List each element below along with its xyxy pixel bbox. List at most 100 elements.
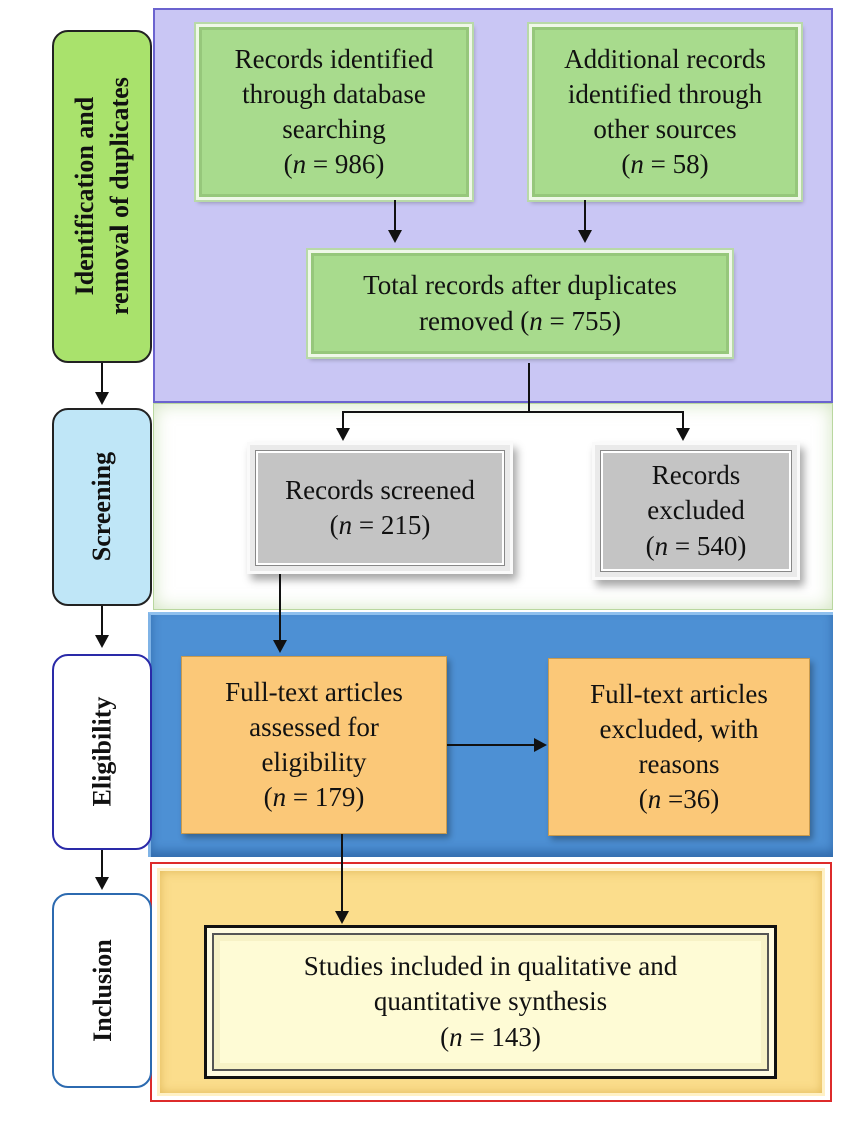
box-records-excluded-text: Records excluded (n = 540) xyxy=(646,458,747,563)
box-records-screened-frame: Records screened (n = 215) xyxy=(247,442,513,574)
stage-connector-1 xyxy=(101,363,103,393)
connector-split xyxy=(342,411,684,413)
arrow-assessed-to-included xyxy=(335,911,349,924)
count-label: (n = 143) xyxy=(304,1020,677,1055)
count-prefix: ( xyxy=(645,530,655,561)
text-line: other sources xyxy=(593,114,737,144)
count-label: (n = 58) xyxy=(564,147,766,182)
stage-screening: Screening xyxy=(52,408,152,606)
count-label: removed (n = 755) xyxy=(363,304,677,339)
connector-to-screened xyxy=(342,411,344,429)
connector-assessed-to-excluded xyxy=(447,744,535,746)
text-line: Records identified xyxy=(234,43,434,74)
text-line: Full-text articles xyxy=(590,678,768,709)
count-prefix: removed ( xyxy=(419,305,530,336)
count-var: n xyxy=(338,510,353,540)
stage-eligibility-label: Eligibility xyxy=(87,697,117,807)
count-value: = 179) xyxy=(286,782,365,813)
text-line: assessed for xyxy=(249,711,379,742)
text-line: Studies included in qualitative and xyxy=(303,951,678,982)
stage-connector-2 xyxy=(101,606,103,636)
arrow-assessed-to-excluded xyxy=(534,738,547,752)
stage-arrow-2 xyxy=(95,635,109,648)
arrow-to-screened xyxy=(336,428,350,441)
connector-other-to-total xyxy=(584,200,586,230)
count-label: (n =36) xyxy=(590,782,768,817)
count-prefix: ( xyxy=(283,149,293,180)
count-prefix: ( xyxy=(621,149,631,180)
count-var: n xyxy=(272,782,287,813)
stage-identification: Identification and removal of duplicates xyxy=(52,30,152,363)
count-value: = 58) xyxy=(643,149,709,180)
count-value: = 755) xyxy=(542,305,621,336)
connector-to-excluded xyxy=(682,411,684,429)
text-line: eligibility xyxy=(261,747,367,777)
text-line: Records xyxy=(651,460,741,491)
text-line: quantitative synthesis xyxy=(373,986,608,1017)
count-value: = 143) xyxy=(462,1021,541,1052)
count-prefix: ( xyxy=(440,1021,450,1052)
box-fulltext-assessed: Full-text articles assessed for eligibil… xyxy=(181,656,447,834)
stage-identification-label: Identification and removal of duplicates xyxy=(67,78,137,316)
box-database-records-text: Records identified through database sear… xyxy=(235,42,434,182)
text-line: searching xyxy=(282,114,386,144)
text-line: excluded, with xyxy=(599,713,759,744)
stage-eligibility: Eligibility xyxy=(52,654,152,850)
arrow-db-to-total xyxy=(388,230,402,243)
box-records-excluded-frame: Records excluded (n = 540) xyxy=(592,442,800,580)
box-total-after-duplicates: Total records after duplicates removed (… xyxy=(306,248,734,359)
count-value: = 215) xyxy=(352,510,431,540)
box-total-after-duplicates-text: Total records after duplicates removed (… xyxy=(363,268,677,338)
count-prefix: ( xyxy=(329,510,339,540)
text-line: identified through xyxy=(567,78,763,109)
count-value: = 540) xyxy=(668,530,747,561)
arrow-other-to-total xyxy=(578,230,592,243)
stage-identification-line-2: removal of duplicates xyxy=(105,77,134,316)
count-value: =36) xyxy=(661,784,720,815)
count-var: n xyxy=(292,149,307,180)
stage-connector-3 xyxy=(101,850,103,878)
text-line: Total records after duplicates xyxy=(363,270,677,301)
text-line: Full-text articles xyxy=(225,676,403,707)
stage-arrow-3 xyxy=(95,877,109,890)
stage-inclusion: Inclusion xyxy=(52,893,152,1088)
count-var: n xyxy=(630,149,644,180)
stage-inclusion-label: Inclusion xyxy=(87,939,117,1042)
box-fulltext-excluded: Full-text articles excluded, with reason… xyxy=(548,658,810,836)
count-var: n xyxy=(654,530,669,561)
box-other-sources-text: Additional records identified through ot… xyxy=(564,42,766,182)
arrow-screened-to-assessed xyxy=(273,640,287,653)
stage-arrow-1 xyxy=(95,392,109,405)
arrow-to-excluded xyxy=(676,428,690,441)
text-line: Additional records xyxy=(564,43,766,74)
box-fulltext-assessed-text: Full-text articles assessed for eligibil… xyxy=(225,675,403,815)
text-line: through database xyxy=(242,78,426,109)
connector-screened-to-assessed xyxy=(279,574,281,640)
count-label: (n = 215) xyxy=(285,508,475,543)
count-var: n xyxy=(449,1021,463,1052)
box-studies-included-frame: Studies included in qualitative and quan… xyxy=(204,925,777,1079)
box-database-records: Records identified through database sear… xyxy=(194,22,474,202)
stage-screening-label: Screening xyxy=(87,452,117,562)
box-records-screened-text: Records screened (n = 215) xyxy=(285,473,475,543)
connector-total-down xyxy=(528,363,530,412)
box-studies-included-text: Studies included in qualitative and quan… xyxy=(304,949,677,1054)
box-records-screened: Records screened (n = 215) xyxy=(255,450,505,566)
box-records-excluded: Records excluded (n = 540) xyxy=(600,450,792,572)
stage-identification-line-1: Identification and xyxy=(69,97,99,296)
count-var: n xyxy=(529,305,543,336)
box-fulltext-excluded-text: Full-text articles excluded, with reason… xyxy=(590,677,768,817)
count-prefix: ( xyxy=(263,782,273,813)
count-var: n xyxy=(647,784,662,815)
count-prefix: ( xyxy=(638,784,648,815)
count-value: = 986) xyxy=(306,149,385,180)
connector-db-to-total xyxy=(394,200,396,230)
box-other-sources: Additional records identified through ot… xyxy=(527,22,803,202)
text-line: excluded xyxy=(647,495,745,526)
text-line: reasons xyxy=(638,749,720,779)
count-label: (n = 179) xyxy=(225,780,403,815)
count-label: (n = 986) xyxy=(235,147,434,182)
count-label: (n = 540) xyxy=(646,529,747,564)
text-line: Records screened xyxy=(285,474,475,505)
box-studies-included: Studies included in qualitative and quan… xyxy=(212,933,769,1071)
